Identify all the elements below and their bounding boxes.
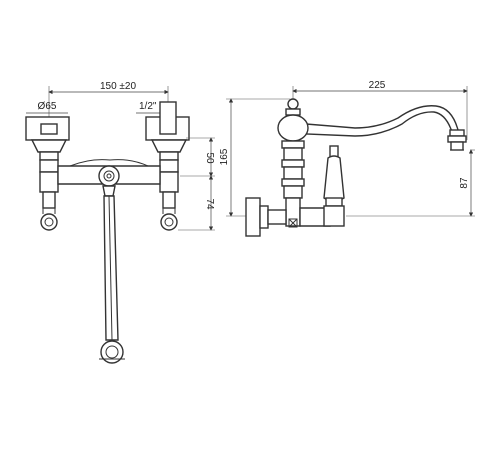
right-valve: [145, 101, 190, 231]
dimension-total-height: 165: [219, 98, 290, 217]
dimension-reach: 225: [292, 80, 468, 140]
side-wall-inlet: [245, 197, 331, 237]
dimension-height-upper-label: 50: [204, 152, 215, 164]
dimension-diameter-label: Ø65: [38, 101, 57, 112]
dimension-spout-height-label: 87: [459, 177, 470, 189]
dimension-reach-label: 225: [369, 80, 386, 91]
front-view: 150 ±20 Ø65 1/2" G: [25, 81, 215, 364]
front-body: [57, 159, 161, 187]
side-body: [277, 98, 309, 228]
dimension-height-lower-label: 74: [204, 198, 215, 210]
side-spout: [305, 105, 467, 151]
side-handle: [323, 145, 345, 227]
left-valve: [25, 116, 70, 231]
dimension-total-height-label: 165: [219, 148, 230, 165]
dimension-heights: 50 74: [178, 137, 215, 231]
dimension-diameter: Ø65: [26, 101, 68, 114]
dimension-width-label: 150 ±20: [100, 81, 137, 92]
front-spout: [99, 185, 125, 364]
dimension-thread-label: 1/2" G: [139, 101, 167, 112]
dimension-spout-height: 87: [346, 149, 475, 217]
side-view: 225 165 87: [219, 80, 475, 237]
dimension-width: 150 ±20: [48, 81, 169, 118]
